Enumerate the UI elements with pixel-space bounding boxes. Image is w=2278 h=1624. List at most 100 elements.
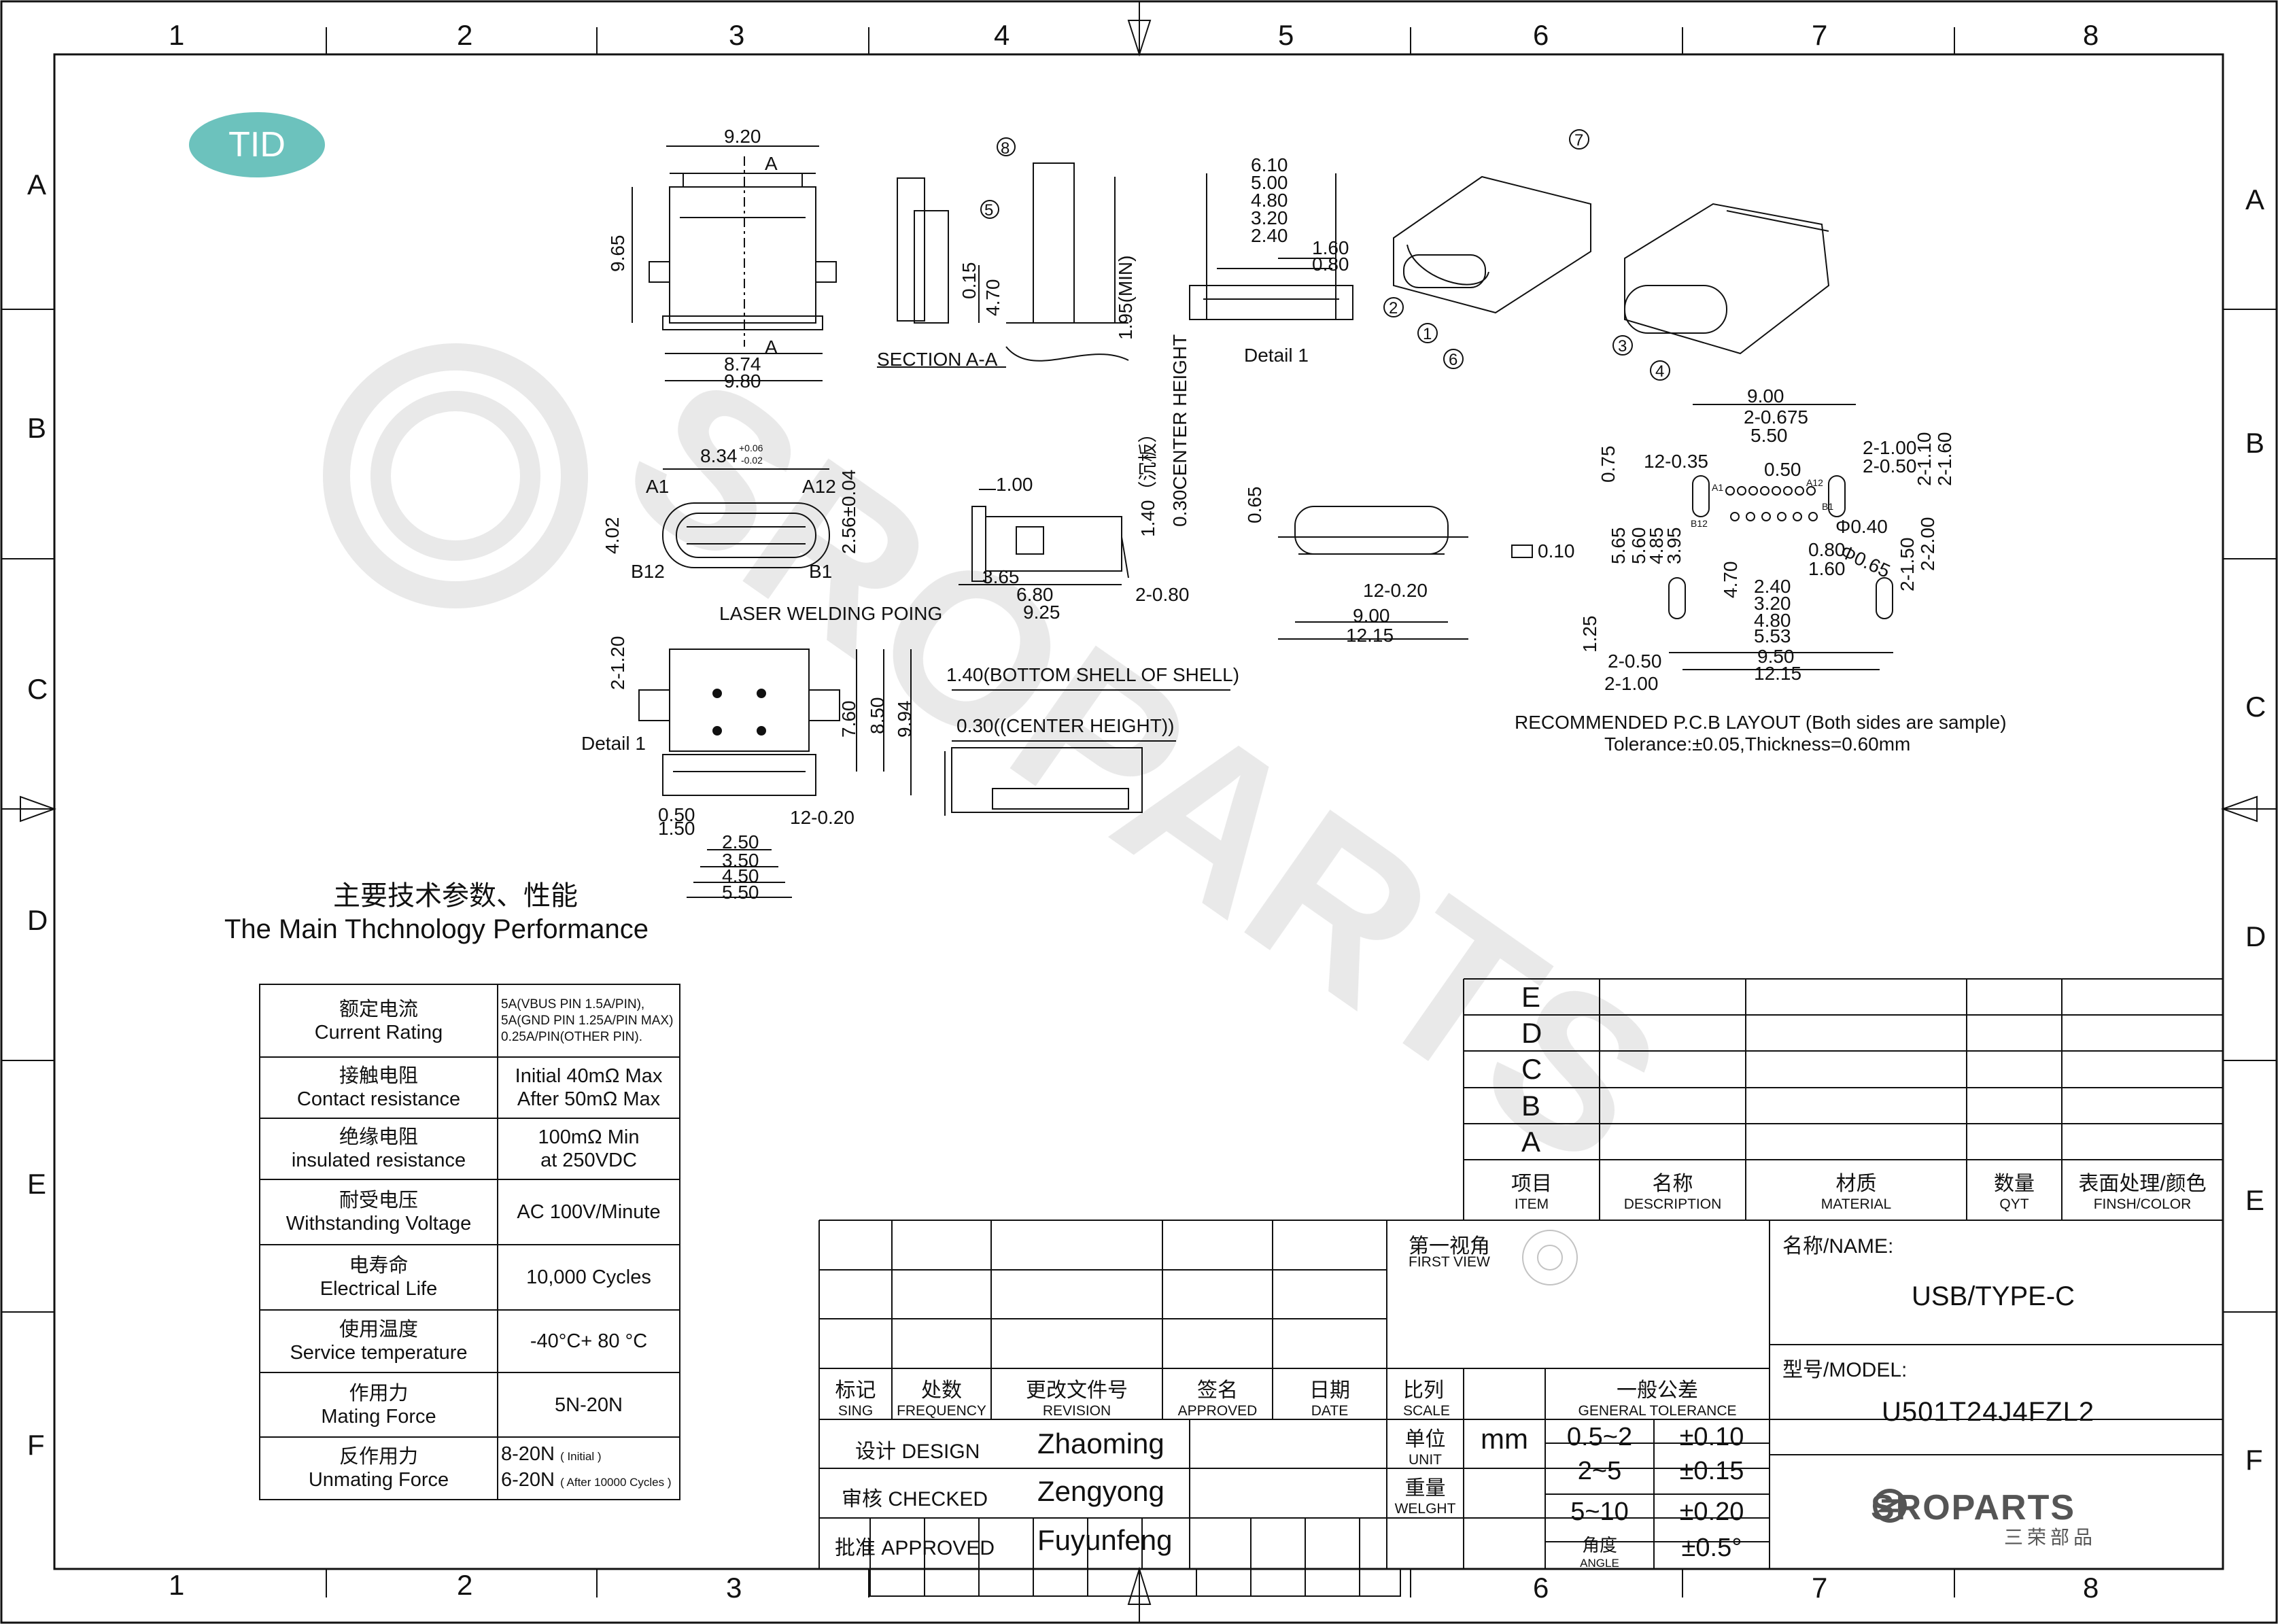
zone-right-e: E (2245, 1184, 2265, 1216)
angle-value: ±0.5° (1681, 1534, 1742, 1562)
callout-5: 5 (984, 201, 993, 220)
bottom-view-drawing (638, 649, 912, 898)
front2-d1215: 12.15 (1346, 625, 1394, 646)
pcb-d2-110: 2-1.10 (1914, 432, 1935, 486)
front2-d12-020: 12-0.20 (1363, 580, 1428, 601)
zone-right-b: B (2245, 427, 2265, 459)
detail1-dim-4: 2.40 (1251, 225, 1288, 246)
pcb-d240: 2.40 (1754, 576, 1791, 597)
section-label: SECTION A-A (877, 349, 998, 370)
top-view-drawing (632, 145, 837, 381)
performance-title-en: The Main Thchnology Performance (224, 914, 649, 944)
bom-header-finish: 表面处理/颜色 FINSH/COLOR (2062, 1167, 2223, 1213)
side-d365: 3.65 (982, 566, 1020, 587)
spec-value-line: 100mΩ Min (538, 1126, 640, 1148)
bom-row-c: C (1521, 1053, 1542, 1085)
general-tolerance-label: 一般公差 GENERAL TOLERANCE (1545, 1373, 1770, 1419)
pcb-d12-035: 12-0.35 (1644, 451, 1708, 472)
side-view-2-drawing (944, 689, 1230, 816)
spec-key: 接触电阻 Contact resistance (259, 1056, 498, 1119)
tolerance-value-1: ±0.10 (1679, 1423, 1744, 1451)
tolerance-value-3: ±0.20 (1679, 1498, 1744, 1526)
spec-key: 作用力 Mating Force (259, 1372, 498, 1438)
bom-header-cn: 项目 (1511, 1173, 1552, 1195)
bottom-d250: 2.50 (722, 831, 759, 852)
rev-header-sing: 标记 SING (819, 1373, 892, 1419)
bom-header-en: FINSH/COLOR (2093, 1196, 2192, 1212)
approved-name: Fuyunfeng (1037, 1524, 1173, 1556)
rev-header-frequency: 处数 FREQUENCY (892, 1373, 991, 1419)
unit-en: UNIT (1409, 1452, 1442, 1468)
pcb-d2-100: 2-1.00 (1863, 437, 1916, 458)
spec-key-cn: 使用温度 (339, 1319, 418, 1341)
bottom-d450: 4.50 (722, 865, 759, 886)
spec-value-line: AC 100V/Minute (517, 1201, 661, 1223)
zone-left-a: A (27, 169, 47, 201)
spec-key: 使用温度 Service temperature (259, 1309, 498, 1373)
spec-value-line: -40°C+ 80 °C (530, 1330, 648, 1352)
spec-key-cn: 电寿命 (349, 1255, 409, 1277)
pcb-b1: B1 (1822, 501, 1833, 512)
zone-top-1: 1 (169, 19, 185, 51)
rev-header-en: DATE (1311, 1403, 1349, 1419)
spec-value: Initial 40mΩ Max After 50mΩ Max (497, 1056, 680, 1119)
center-mark-left (20, 795, 56, 823)
zone-left-f: F (27, 1429, 45, 1461)
pcb-d320: 3.20 (1754, 593, 1791, 614)
performance-title-cn: 主要技术参数、性能 (333, 880, 578, 912)
side-d280: 2-0.80 (1135, 584, 1189, 605)
pcb-d950: 9.50 (1757, 646, 1795, 667)
detail1-dim-3: 3.20 (1251, 207, 1288, 228)
front2-d065: 0.65 (1244, 487, 1265, 524)
spec-value: 10,000 Cycles (497, 1244, 680, 1311)
first-view-en: FIRST VIEW (1409, 1254, 1490, 1270)
detail1-dim-160: 1.60 (1312, 237, 1349, 258)
tolerance-range-2: 2~5 (1577, 1457, 1622, 1485)
side2-center: 0.30((CENTER HEIGHT)) (956, 715, 1174, 736)
bom-header-material: 材质 MATERIAL (1746, 1167, 1967, 1213)
approved-label: 批准 APPROVED (835, 1537, 995, 1559)
pcb-phi040: Φ0.40 (1835, 516, 1888, 537)
bom-row-d: D (1521, 1017, 1542, 1049)
rev-header-cn: 更改文件号 (1026, 1379, 1128, 1402)
spec-key: 反作用力 Unmating Force (259, 1436, 498, 1500)
tolerance-range-1: 0.5~2 (1566, 1423, 1633, 1451)
rev-header-cn: 日期 (1309, 1379, 1350, 1402)
pcb-d2-200: 2-2.00 (1917, 517, 1938, 571)
spec-value: 100mΩ Min at 250VDC (497, 1118, 680, 1180)
angle-cn: 角度 (1581, 1535, 1617, 1555)
dim-470: 4.70 (982, 279, 1003, 317)
detail1-label: Detail 1 (1244, 345, 1309, 366)
spec-key-cn: 绝缘电阻 (339, 1126, 418, 1148)
model-label: 型号/MODEL: (1782, 1359, 1908, 1381)
pcb-a1: A1 (1712, 482, 1723, 493)
rev-header-approved: 签名 APPROVED (1162, 1373, 1273, 1419)
spec-value: 5A(VBUS PIN 1.5A/PIN), 5A(GND PIN 1.25A/… (497, 984, 680, 1058)
pcb-title: RECOMMENDED P.C.B LAYOUT (Both sides are… (1515, 712, 2007, 733)
pcb-d480: 4.80 (1754, 610, 1791, 631)
iso-callout-6: 6 (1449, 351, 1457, 369)
bom-grid (819, 978, 2223, 1221)
front-b12: B12 (631, 561, 665, 582)
scale-label: 比列 SCALE (1387, 1373, 1480, 1419)
spec-key: 额定电流 Current Rating (259, 984, 498, 1058)
rev-header-cn: 标记 (835, 1379, 876, 1402)
detail1-dim-2: 4.80 (1251, 190, 1288, 211)
logo-wordmark: SROPARTS (1871, 1488, 2076, 1527)
zone-top-5: 5 (1278, 19, 1294, 51)
bottom-d550: 5.50 (722, 882, 759, 903)
dim-top-height: 9.65 (607, 235, 628, 273)
spec-key-en: Electrical Life (320, 1278, 438, 1300)
design-name: Zhaoming (1037, 1428, 1164, 1459)
spec-key-cn: 作用力 (349, 1382, 409, 1404)
rev-header-en: APPROVED (1177, 1403, 1258, 1419)
scale-en: SCALE (1403, 1403, 1450, 1419)
side-d100: 1.00 (996, 474, 1033, 495)
pcb-d125: 1.25 (1579, 616, 1600, 653)
spec-row-insulation: 绝缘电阻 insulated resistance 100mΩ Min at 2… (259, 1118, 680, 1180)
pcb-d2-150: 2-1.50 (1897, 538, 1918, 591)
tolerance-value-2: ±0.15 (1679, 1457, 1744, 1485)
iso-callout-4: 4 (1655, 362, 1664, 381)
spec-value: 5N-20N (497, 1372, 680, 1438)
section-mark-bottom: A (765, 336, 778, 358)
